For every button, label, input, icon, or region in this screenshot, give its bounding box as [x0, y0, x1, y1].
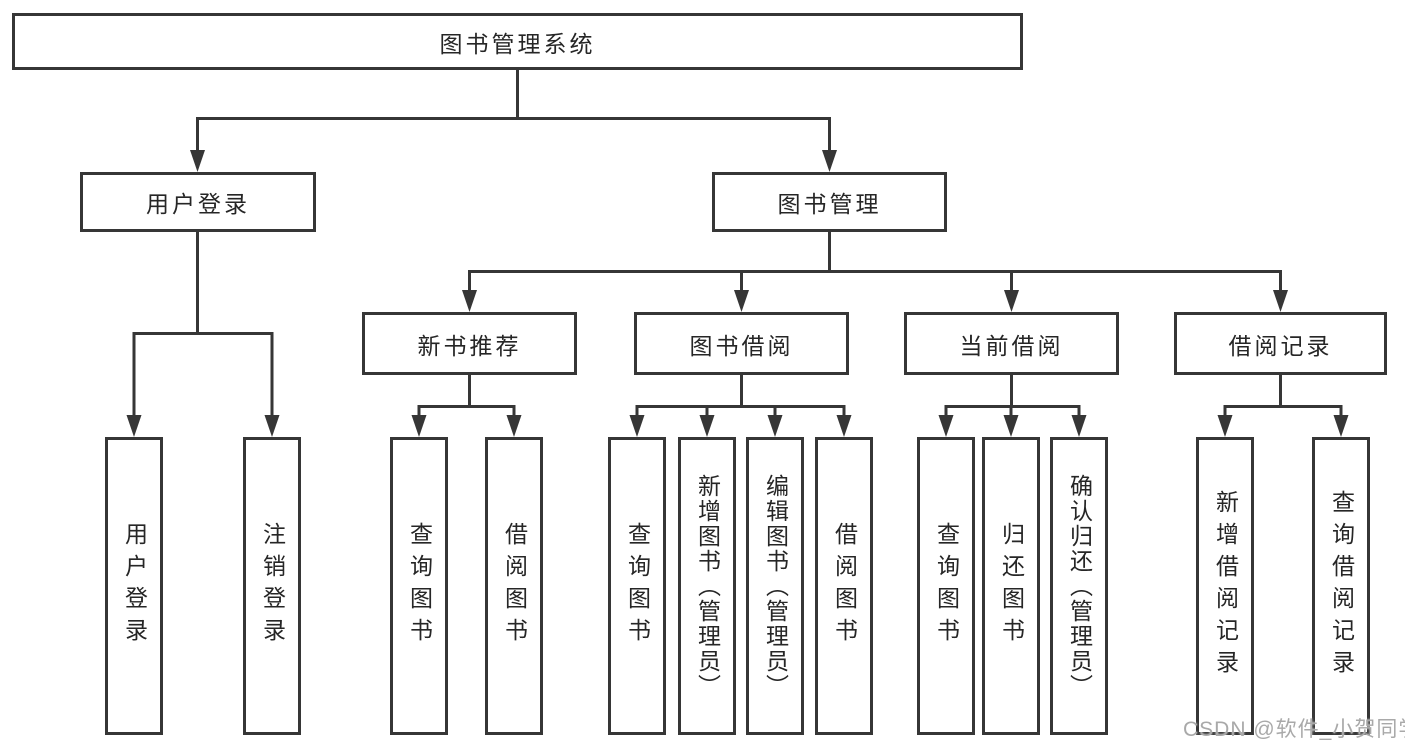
leaf-label: 确认归还（管理员）	[1066, 473, 1093, 699]
edge-records-to-leaves	[1223, 374, 1343, 419]
node-current-borrowing: 当前借阅	[904, 312, 1119, 375]
leaf-label: 注销登录	[259, 522, 286, 650]
node-user-login: 用户登录	[80, 172, 316, 232]
leaf-label: 查询图书	[933, 522, 960, 650]
node-label: 图书借阅	[689, 332, 794, 359]
arrow-icon	[1217, 415, 1233, 437]
arrow-icon	[629, 415, 645, 437]
leaf-borrowing-add-books-admin: 新增图书（管理员）	[678, 437, 736, 735]
node-library-system-root: 图书管理系统	[12, 13, 1023, 70]
leaf-records-query-record: 查询借阅记录	[1312, 437, 1370, 735]
edge-root-to-level2	[196, 70, 831, 154]
node-book-management: 图书管理	[712, 172, 947, 232]
node-label: 图书管理	[777, 191, 882, 217]
leaf-label: 借阅图书	[831, 522, 858, 650]
leaf-label: 新增图书（管理员）	[694, 473, 721, 699]
leaf-label: 用户登录	[121, 522, 148, 650]
arrow-icon	[836, 415, 852, 437]
arrow-icon	[1273, 290, 1288, 312]
node-label: 新书推荐	[417, 332, 522, 359]
edge-borrowing-to-leaves	[635, 374, 846, 419]
arrow-icon	[1333, 415, 1349, 437]
arrow-icon	[938, 415, 954, 437]
node-book-borrowing: 图书借阅	[634, 312, 849, 375]
arrow-icon	[822, 150, 837, 172]
arrow-icon	[411, 415, 427, 437]
edge-bookmgmt-to-level3	[468, 232, 1282, 294]
leaf-borrowing-edit-books-admin: 编辑图书（管理员）	[746, 437, 804, 735]
leaf-label: 编辑图书（管理员）	[762, 473, 789, 699]
watermark: CSDN @软件_小贺同学	[1183, 718, 1405, 741]
leaf-logout: 注销登录	[243, 437, 301, 735]
leaf-label: 查询图书	[624, 522, 651, 650]
node-label: 用户登录	[146, 191, 250, 217]
node-label: 借阅记录	[1228, 332, 1333, 359]
edge-userlogin-to-leaves	[132, 232, 274, 419]
arrowheads	[126, 150, 1349, 437]
leaf-label: 借阅图书	[501, 522, 528, 650]
leaf-records-add-record: 新增借阅记录	[1196, 437, 1254, 735]
leaf-label: 查询借阅记录	[1328, 490, 1355, 682]
leaf-label: 查询图书	[406, 522, 433, 650]
arrow-icon	[506, 415, 522, 437]
leaf-user-login: 用户登录	[105, 437, 163, 735]
leaf-recommend-query-books: 查询图书	[390, 437, 448, 735]
arrow-icon	[462, 290, 477, 312]
leaf-label: 归还图书	[998, 522, 1025, 650]
arrow-icon	[1071, 415, 1087, 437]
edge-recommend-to-leaves	[417, 374, 516, 419]
arrow-icon	[699, 415, 715, 437]
arrow-icon	[1003, 415, 1019, 437]
leaf-borrowing-borrow-books: 借阅图书	[815, 437, 873, 735]
arrow-icon	[264, 415, 280, 437]
arrow-icon	[1004, 290, 1019, 312]
arrow-icon	[734, 290, 749, 312]
node-label: 图书管理系统	[439, 30, 596, 57]
leaf-label: 新增借阅记录	[1212, 490, 1239, 682]
node-borrowing-records: 借阅记录	[1174, 312, 1387, 375]
arrow-icon	[126, 415, 142, 437]
arrow-icon	[767, 415, 783, 437]
node-label: 当前借阅	[959, 332, 1064, 359]
leaf-current-confirm-return-admin: 确认归还（管理员）	[1050, 437, 1108, 735]
arrow-icon	[190, 150, 205, 172]
leaf-current-return-books: 归还图书	[982, 437, 1040, 735]
leaf-recommend-borrow-books: 借阅图书	[485, 437, 543, 735]
leaf-current-query-books: 查询图书	[917, 437, 975, 735]
edge-current-to-leaves	[944, 374, 1081, 419]
node-new-book-recommendation: 新书推荐	[362, 312, 577, 375]
leaf-borrowing-query-books: 查询图书	[608, 437, 666, 735]
